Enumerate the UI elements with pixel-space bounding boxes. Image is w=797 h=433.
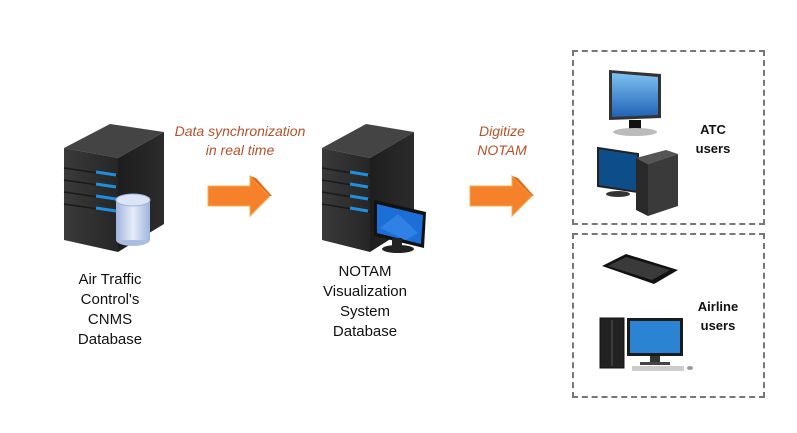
desktop-monitor-icon [605,68,665,138]
atc-users-group [572,50,765,225]
sync-annotation: Data synchronization in real time [174,123,306,158]
airline-users-label: Airline users [697,299,739,333]
database-cylinder-icon [115,193,151,246]
right-arrow-icon [206,174,272,218]
cnms-database-label: Air Traffic Control's CNMS Database [77,271,143,348]
cnms-server-icon [60,118,170,258]
notam-server-icon [318,118,438,258]
airline-users-group [572,233,765,398]
digitize-annotation: Digitize NOTAM [477,123,527,158]
tablet-icon [600,252,680,286]
right-arrow-icon [468,174,534,218]
atc-users-label: ATC users [695,122,731,156]
workstation-icon [596,146,680,218]
monitor-icon [374,200,426,253]
notam-database-label: NOTAM Visualization System Database [323,263,407,340]
desktop-pc-icon [598,316,694,372]
